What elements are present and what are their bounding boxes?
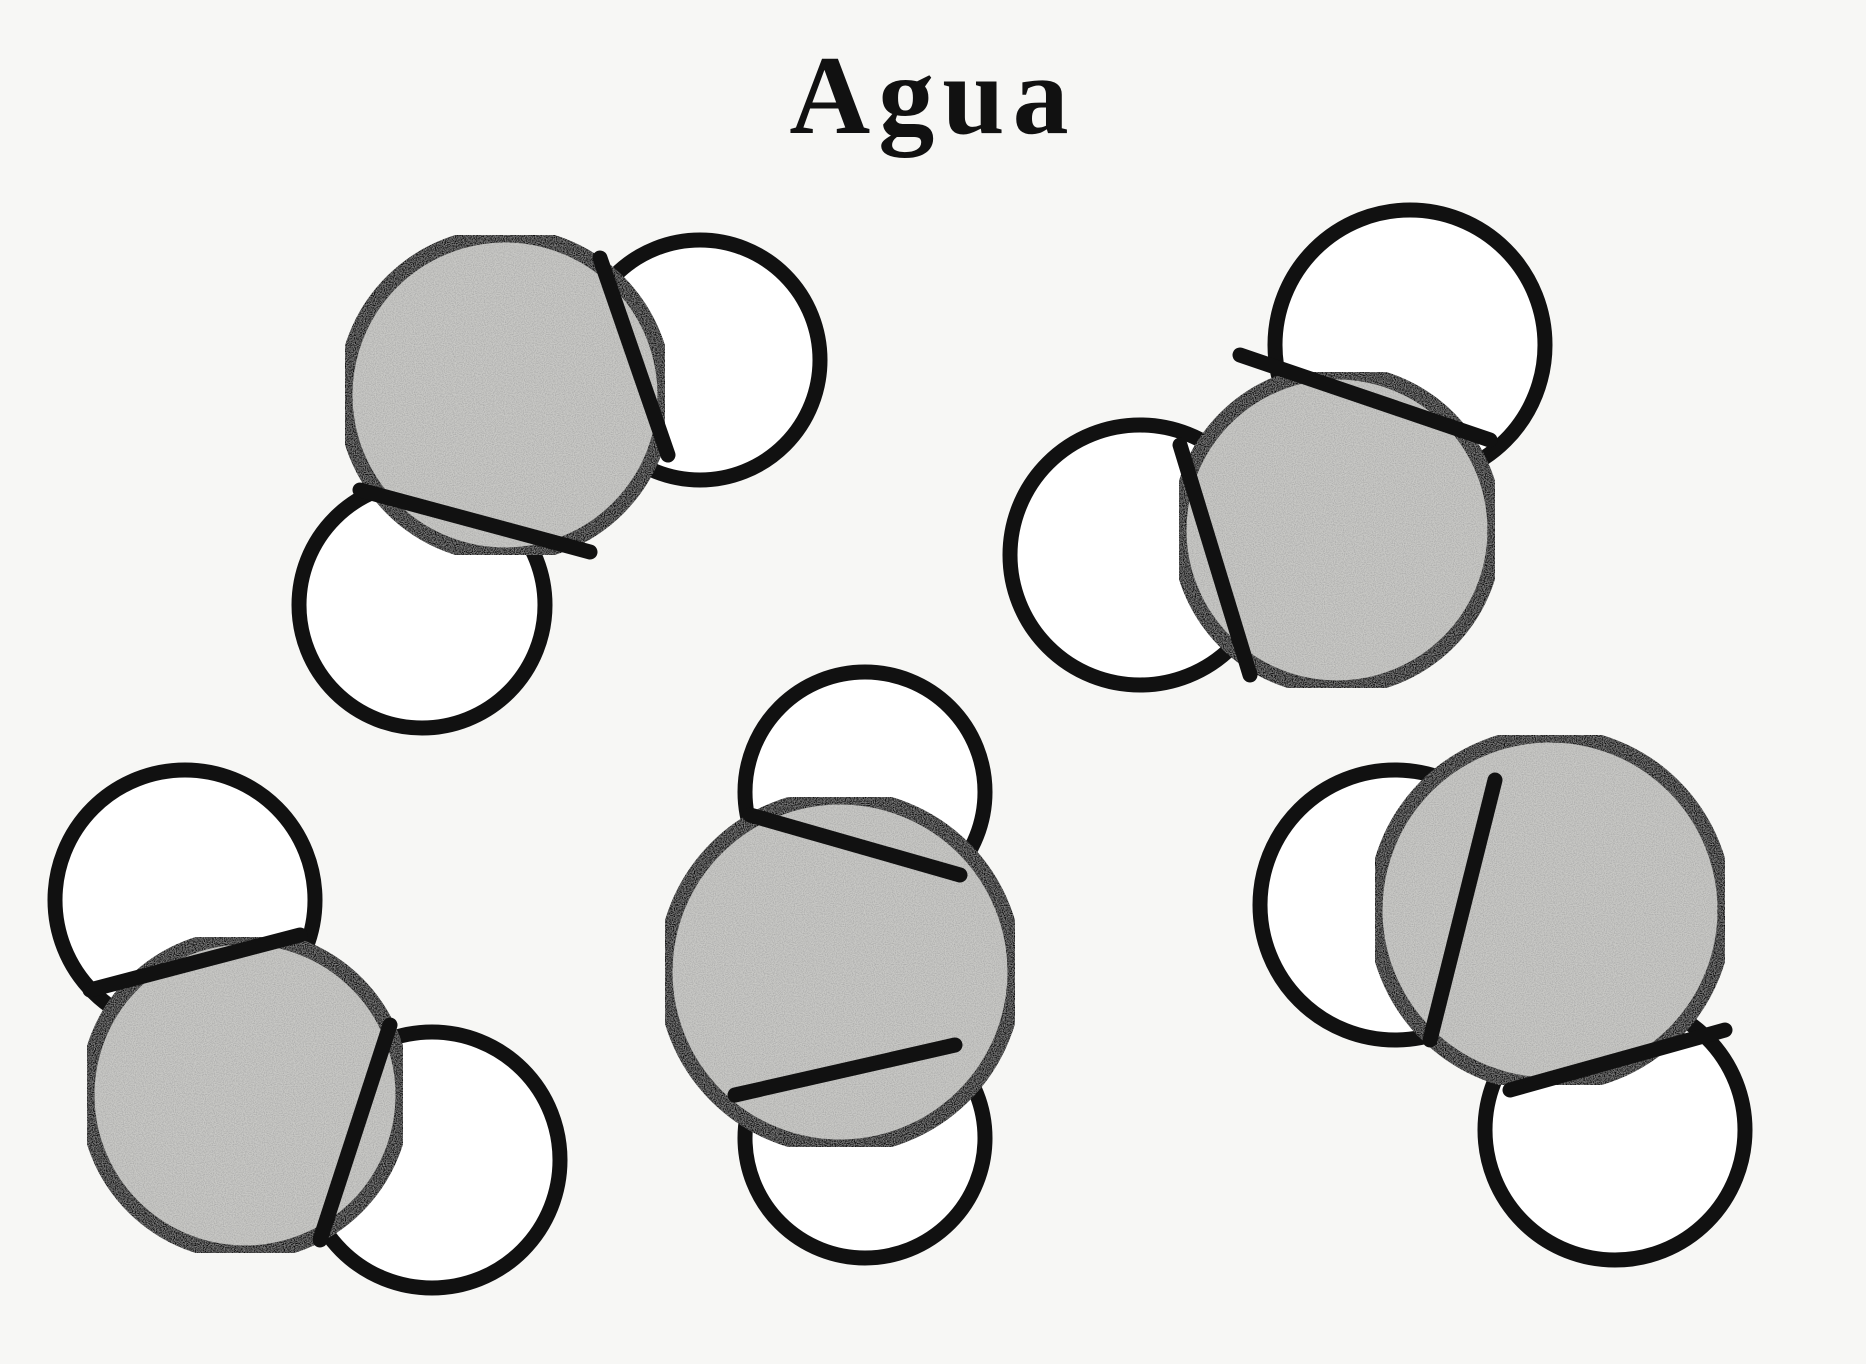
water-molecule-3 <box>47 762 568 1296</box>
bond-line <box>1502 1022 1733 1098</box>
bond-line <box>592 250 676 463</box>
water-molecule-5 <box>1252 727 1753 1268</box>
bond-line <box>1422 772 1503 1048</box>
figure-title: Agua <box>789 34 1077 158</box>
oxygen-atom <box>337 227 673 563</box>
bond-line <box>742 807 968 883</box>
water-molecule-1 <box>291 227 828 736</box>
bond-line <box>82 927 308 998</box>
bond-line <box>352 482 598 560</box>
water-molecule-2 <box>1002 202 1553 696</box>
bond-line <box>1172 437 1258 683</box>
oxygen-atom <box>657 789 1023 1155</box>
bond-line <box>312 1017 398 1248</box>
bond-line <box>727 1037 963 1103</box>
oxygen-atom <box>1171 364 1503 696</box>
oxygen-atom <box>79 929 411 1261</box>
bond-line <box>1232 347 1498 448</box>
water-molecule-4 <box>657 664 1023 1266</box>
